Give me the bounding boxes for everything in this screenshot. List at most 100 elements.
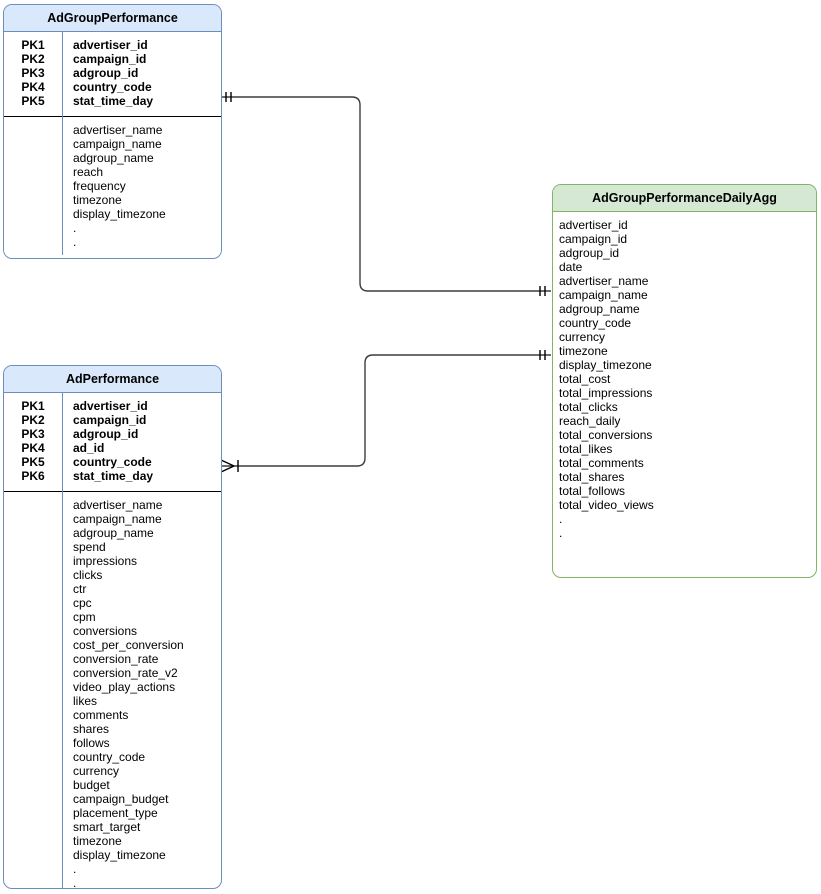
pk-row: PK4 country_code: [4, 80, 221, 94]
attribute-row: budget: [4, 778, 221, 792]
pk-tag: PK3: [21, 66, 45, 80]
attribute-row: reach_daily: [553, 414, 816, 428]
relationship-line: [221, 354, 551, 467]
attribute-row: total_follows: [553, 484, 816, 498]
attribute-name: placement_type: [73, 806, 158, 820]
empty-key-cell: [4, 554, 62, 568]
empty-key-cell: [4, 596, 62, 610]
pk-attributes-divider: [4, 116, 221, 117]
pk-tag: PK2: [21, 413, 45, 427]
empty-key-cell: [4, 582, 62, 596]
attribute-row: campaign_name: [553, 288, 816, 302]
attribute-name: budget: [73, 778, 110, 792]
attribute-name: total_clicks: [559, 400, 618, 414]
attribute-name: follows: [73, 736, 110, 750]
attribute-row: adgroup_name: [4, 526, 221, 540]
attribute-row: .: [4, 876, 221, 888]
attribute-row: impressions: [4, 554, 221, 568]
empty-key-cell: [4, 736, 62, 750]
empty-key-cell: [4, 526, 62, 540]
attribute-row: ctr: [4, 582, 221, 596]
empty-key-cell: [4, 624, 62, 638]
attribute-row: total_impressions: [553, 386, 816, 400]
attribute-row: cpm: [4, 610, 221, 624]
empty-key-cell: [4, 778, 62, 792]
attribute-row: display_timezone: [553, 358, 816, 372]
pk-field-name: ad_id: [73, 441, 105, 455]
attribute-row: comments: [4, 708, 221, 722]
empty-key-cell: [4, 235, 62, 249]
attribute-row: likes: [4, 694, 221, 708]
empty-key-cell: [4, 806, 62, 820]
pk-tag: PK4: [21, 80, 45, 94]
attribute-name: total_shares: [559, 470, 625, 484]
attribute-name: total_cost: [559, 372, 611, 386]
attribute-row: total_likes: [553, 442, 816, 456]
empty-key-cell: [4, 498, 62, 512]
pk-tag: PK5: [21, 455, 45, 469]
attribute-row: frequency: [4, 179, 221, 193]
entity-title: AdGroupPerformanceDailyAgg: [553, 185, 816, 212]
attribute-row: reach: [4, 165, 221, 179]
attribute-row: campaign_budget: [4, 792, 221, 806]
empty-key-cell: [4, 221, 62, 235]
attribute-name: timezone: [73, 193, 122, 207]
pk-tag: PK6: [21, 469, 45, 483]
key-column-divider: [62, 393, 63, 888]
attribute-row: total_shares: [553, 470, 816, 484]
attribute-name: campaign_name: [559, 288, 648, 302]
empty-key-cell: [4, 862, 62, 876]
attribute-name: timezone: [73, 834, 122, 848]
attribute-row: country_code: [553, 316, 816, 330]
pk-tag: PK5: [21, 94, 45, 108]
attribute-name: currency: [559, 330, 606, 344]
attribute-name: adgroup_name: [73, 151, 154, 165]
relationship-adgroupperformance-to-dailyagg: [221, 92, 551, 296]
attribute-name: campaign_budget: [73, 792, 169, 806]
pk-attributes-divider: [4, 491, 221, 492]
attribute-name: .: [73, 221, 77, 235]
attribute-name: shares: [73, 722, 110, 736]
attribute-name: advertiser_id: [559, 218, 628, 232]
attribute-name: total_impressions: [559, 386, 653, 400]
attribute-row: advertiser_name: [553, 274, 816, 288]
attribute-row: video_play_actions: [4, 680, 221, 694]
attribute-name: total_comments: [559, 456, 644, 470]
attribute-row: timezone: [4, 834, 221, 848]
attribute-name: display_timezone: [73, 848, 166, 862]
attribute-row: total_clicks: [553, 400, 816, 414]
pk-field-name: country_code: [73, 80, 152, 94]
empty-key-cell: [4, 610, 62, 624]
attribute-name: adgroup_name: [73, 526, 154, 540]
attribute-name: total_conversions: [559, 428, 653, 442]
attribute-row: campaign_name: [4, 137, 221, 151]
cardinality-one-or-many-icon: [220, 459, 239, 473]
attribute-row: timezone: [553, 344, 816, 358]
attribute-row: smart_target: [4, 820, 221, 834]
cardinality-one-and-only-one-icon: [225, 92, 232, 102]
empty-key-cell: [4, 638, 62, 652]
key-column-divider: [62, 32, 63, 255]
attribute-row: adgroup_id: [553, 246, 816, 260]
empty-key-cell: [4, 179, 62, 193]
empty-key-cell: [4, 193, 62, 207]
attribute-name: smart_target: [73, 820, 141, 834]
attribute-row: date: [553, 260, 816, 274]
attribute-row: currency: [4, 764, 221, 778]
relationship-adperformance-to-dailyagg: [220, 350, 551, 473]
entity-adgroupperformancedailyagg[interactable]: AdGroupPerformanceDailyAgg advertiser_id…: [552, 184, 817, 578]
attribute-name: comments: [73, 708, 129, 722]
